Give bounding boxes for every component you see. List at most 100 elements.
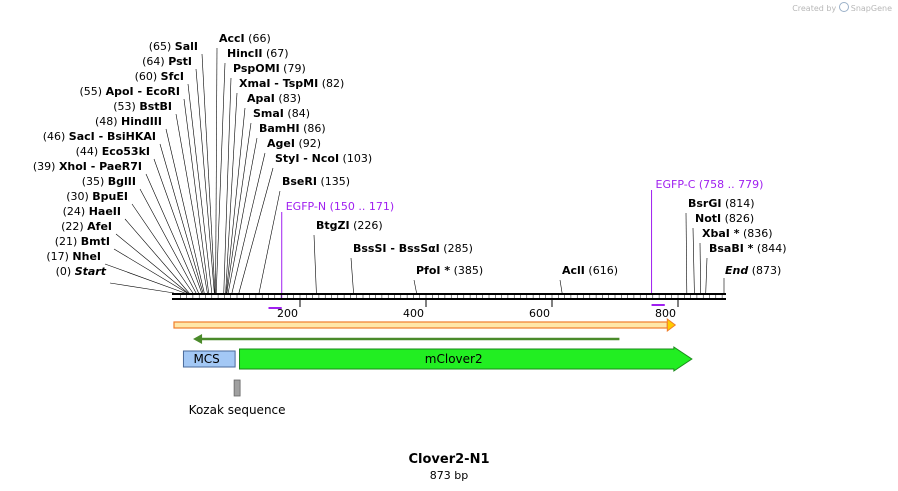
- site-position: (385): [450, 264, 483, 277]
- site-position: (103): [339, 152, 372, 165]
- site-name: XhoI: [59, 160, 87, 173]
- site-label-styi: StyI - NcoI (103): [275, 152, 372, 165]
- site-line-bsrgi: [685, 212, 688, 294]
- primer-label-egfp-c: EGFP-C (758 .. 779): [656, 178, 764, 191]
- site-labels: (0) Start(17) NheI (21) BmtI (22) AfeI (24)…: [33, 32, 787, 278]
- site-line-smai: [226, 122, 252, 294]
- site-line-btgzi: [313, 234, 317, 294]
- site-position: (24): [63, 205, 89, 218]
- site-name: SalI: [175, 40, 198, 53]
- site-line-hindiii: [165, 128, 205, 294]
- site-leader-lines: [104, 47, 725, 294]
- site-position: (55): [79, 85, 105, 98]
- site-name: BstBI: [139, 100, 172, 113]
- site-line-agei: [231, 152, 266, 294]
- site-line-bglii: [139, 188, 197, 294]
- watermark-brand: SnapGene: [850, 4, 892, 13]
- primer-range: (758 .. 779): [695, 178, 763, 191]
- site-name: HaeII: [89, 205, 121, 218]
- site-position: (616): [585, 264, 618, 277]
- site-line-afei: [115, 233, 189, 294]
- feature-kozak: [233, 379, 241, 397]
- site-label-bstbi: (53) BstBI: [113, 100, 172, 113]
- site-position: (17): [46, 250, 72, 263]
- site-name: BsaBI *: [709, 242, 754, 255]
- site-position: (30): [66, 190, 92, 203]
- site-name: ApoI: [106, 85, 134, 98]
- ruler-tick-label: 200: [277, 307, 298, 320]
- site-label-acci: AccI (66): [219, 32, 271, 45]
- site-line-noti: [692, 227, 695, 294]
- site-label-hindiii: (48) HindIII: [95, 115, 162, 128]
- site-line-psti: [195, 68, 215, 294]
- site-position: (836): [739, 227, 772, 240]
- site-name: BseRI: [282, 175, 317, 188]
- site-label-bglii: (35) BglII: [82, 175, 136, 188]
- site-line-bmti: [113, 248, 188, 294]
- site-name: Start: [75, 265, 107, 278]
- site-name-2: - BssSαI: [387, 242, 440, 255]
- site-line-xbai: [699, 242, 701, 294]
- site-line-xmai: [225, 92, 238, 294]
- site-label-afei: (22) AfeI: [61, 220, 112, 233]
- site-line-start: [109, 282, 175, 294]
- site-label-agei: AgeI (92): [267, 137, 321, 150]
- site-position: (844): [753, 242, 786, 255]
- watermark-prefix: Created by: [792, 4, 837, 13]
- site-name-2: - BsiHKAI: [95, 130, 156, 143]
- site-name: BssSI: [353, 242, 387, 255]
- site-name: BsrGI: [688, 197, 721, 210]
- site-label-eco53ki: (44) Eco53kI: [76, 145, 150, 158]
- site-name: PstI: [168, 55, 192, 68]
- site-name: BmtI: [81, 235, 110, 248]
- sequence-ruler: [172, 293, 726, 300]
- site-name: AclI: [562, 264, 585, 277]
- site-position: (0): [56, 265, 75, 278]
- site-label-xmai: XmaI - TspMI (82): [239, 77, 344, 90]
- ruler-top-line: [172, 293, 726, 295]
- site-name-2: - NcoI: [299, 152, 339, 165]
- orf-arrowhead: [666, 318, 677, 332]
- site-name: BtgZI: [316, 219, 350, 232]
- site-position: (285): [440, 242, 473, 255]
- site-position: (21): [55, 235, 81, 248]
- site-position: (92): [295, 137, 321, 150]
- site-position: (22): [61, 220, 87, 233]
- site-position: (46): [43, 130, 69, 143]
- site-label-bsabi: BsaBI * (844): [709, 242, 787, 255]
- site-name: BglII: [108, 175, 136, 188]
- ruler-tick-label: 400: [403, 307, 424, 320]
- site-label-bmti: (21) BmtI: [55, 235, 110, 248]
- site-label-saci: (46) SacI - BsiHKAI: [43, 130, 156, 143]
- site-line-eco53ki: [153, 158, 203, 294]
- site-position: (39): [33, 160, 59, 173]
- inner-orf-arrowhead: [193, 334, 203, 344]
- site-name: BamHI: [259, 122, 300, 135]
- site-position: (79): [280, 62, 306, 75]
- site-position: (60): [135, 70, 161, 83]
- site-position: (135): [317, 175, 350, 188]
- plasmid-length: 873 bp: [429, 469, 469, 482]
- site-position: (873): [748, 264, 781, 277]
- site-name-2: - EcoRI: [134, 85, 180, 98]
- site-position: (826): [721, 212, 754, 225]
- site-name: AccI: [219, 32, 245, 45]
- site-name: NheI: [72, 250, 101, 263]
- primer-name: EGFP-N: [286, 200, 326, 213]
- site-position: (44): [76, 145, 102, 158]
- site-name: HincII: [227, 47, 263, 60]
- site-label-bsssi: BssSI - BssSαI (285): [353, 242, 473, 255]
- site-line-haeii: [124, 218, 190, 294]
- site-line-sali: [201, 53, 216, 294]
- site-position: (226): [350, 219, 383, 232]
- site-label-btgzi: BtgZI (226): [316, 219, 383, 232]
- site-label-bseri: BseRI (135): [282, 175, 350, 188]
- site-line-acci: [215, 47, 218, 294]
- site-line-apai: [225, 107, 246, 294]
- site-label-bamhi: BamHI (86): [259, 122, 326, 135]
- site-label-hincii: HincII (67): [227, 47, 289, 60]
- site-label-haeii: (24) HaeII: [63, 205, 121, 218]
